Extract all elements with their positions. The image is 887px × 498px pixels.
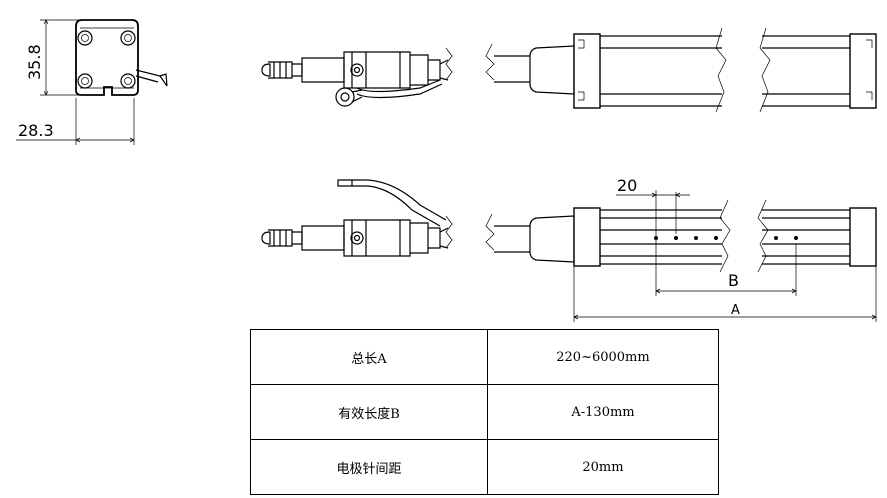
electrode-pin	[794, 236, 798, 240]
electrode-pins	[654, 236, 798, 240]
electrode-pin	[674, 236, 678, 240]
spec-label: 电极针间距	[250, 439, 488, 495]
connector-bottom	[261, 179, 453, 257]
effective-length-label: B	[728, 271, 739, 290]
cable-exit	[135, 69, 168, 87]
spec-value: 220~6000mm	[487, 329, 719, 385]
table-row: 有效长度B A-130mm	[250, 384, 719, 440]
ring-terminal	[335, 87, 355, 107]
spec-value: 20mm	[487, 439, 719, 495]
spec-label: 总长A	[250, 329, 488, 385]
electrode-pin	[694, 236, 698, 240]
cross-section-view: 35.8 28.3	[16, 19, 168, 145]
pin-spacing-label: 20	[617, 176, 637, 195]
bar-bottom: 20 B A	[485, 176, 877, 322]
spec-value: A-130mm	[487, 384, 719, 440]
screw-bottom-right	[120, 73, 136, 89]
connector-top	[261, 47, 453, 107]
height-dimension-label: 35.8	[25, 44, 44, 80]
screw-top-left	[77, 30, 93, 46]
table-row: 总长A 220~6000mm	[250, 329, 719, 385]
signal-wire	[352, 179, 447, 227]
screw-bottom-left	[77, 73, 93, 89]
bar-top	[485, 27, 877, 113]
electrode-pin	[714, 236, 718, 240]
screw-top-right	[120, 30, 136, 46]
table-row: 电极针间距 20mm	[250, 439, 719, 495]
ground-lead	[356, 79, 443, 99]
electrode-pin	[774, 236, 778, 240]
spec-table: 总长A 220~6000mm 有效长度B A-130mm 电极针间距 20mm	[250, 329, 719, 495]
spec-label: 有效长度B	[250, 384, 488, 440]
total-length-label: A	[731, 303, 740, 318]
width-dimension-label: 28.3	[18, 121, 54, 140]
